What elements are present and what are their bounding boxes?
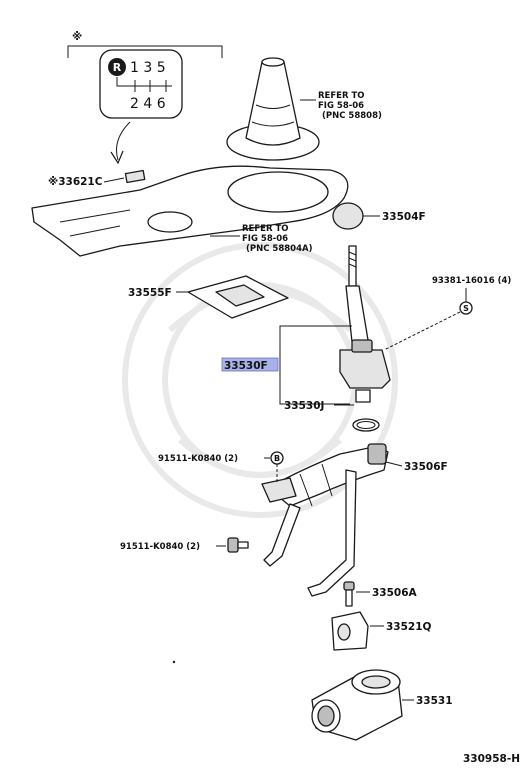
part-label-33530f[interactable]: 33530F: [224, 360, 268, 372]
part-label-93381: 93381-16016 (4): [432, 276, 511, 286]
part-label-91511-upper: 91511-K0840 (2): [158, 454, 238, 464]
panel-ref-line2: FIG 58-06: [242, 234, 288, 244]
panel-ref-line3: (PNC 58804A): [246, 244, 313, 254]
console-panel: [31, 165, 349, 257]
part-label-33521q: 33521Q: [386, 621, 432, 633]
mounting-bolt: [227, 537, 249, 553]
bolt-33506a: [343, 581, 355, 607]
pattern-arrow-line: [116, 121, 131, 161]
highlight-33530f: [221, 357, 279, 372]
pattern-arrow-head: [110, 150, 124, 165]
callout-marker-s-label: S: [463, 304, 469, 313]
asterisk-mark: ※: [72, 31, 82, 43]
boot-ref-line2: FIG 58-06: [318, 101, 364, 111]
shift-pattern-top-row: 1 3 5: [130, 60, 166, 76]
shift-knob: [332, 202, 364, 230]
shift-pattern-group: ※ R 1 3 5 2 4 6: [67, 31, 223, 165]
shift-boot: [226, 57, 320, 161]
shift-lever: [339, 245, 391, 403]
part-label-91511-lower: 91511-K0840 (2): [120, 542, 200, 552]
reverse-gear-circle: [108, 58, 126, 76]
part-label-33506f: 33506F: [404, 461, 448, 473]
bracket-33521q: [331, 611, 369, 651]
callout-marker-s: [459, 301, 473, 315]
panel-ref-line1: REFER TO: [242, 224, 289, 234]
part-label-33530j: 33530J: [284, 400, 324, 412]
figure-id: 330958-H: [463, 753, 520, 765]
housing-33531: [311, 669, 403, 741]
shift-lever-housing: [261, 443, 389, 597]
part-label-33555f: 33555F: [128, 287, 172, 299]
boot-ref-line3: (PNC 58808): [322, 111, 382, 121]
boot-retainer-plate: [187, 275, 289, 319]
shift-pattern-bottom-row: 2 4 6: [130, 96, 166, 112]
part-label-33621c: ※33621C: [48, 176, 103, 188]
part-label-33531: 33531: [416, 695, 453, 707]
part-label-33504f: 33504F: [382, 211, 426, 223]
part-label-33506a: 33506A: [372, 587, 418, 599]
reverse-gear-label: R: [113, 61, 122, 74]
callout-marker-b-label: B: [274, 454, 280, 463]
boot-ref-line1: REFER TO: [318, 91, 365, 101]
